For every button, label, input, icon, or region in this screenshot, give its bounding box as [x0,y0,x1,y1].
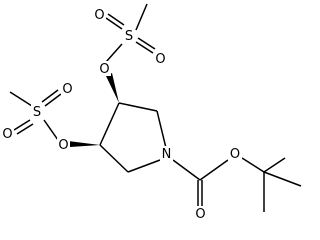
bond-o-lower-s-lower [43,119,59,141]
atom-label-o-sulfonyl-lower-bottom: O [2,127,12,142]
bond-o-ester-c-quat [241,157,265,173]
bond-s-lower-o-top-b [44,93,62,107]
atom-label-n1: N [162,147,172,162]
bond-c4-c5 [118,102,158,112]
bond-c2-c3 [99,144,129,173]
atom-n1: N [160,146,173,162]
bond-c-quat-methyl-top [263,157,286,173]
atom-label-s-upper: S [125,29,133,44]
atom-label-s-lower: S [33,105,41,120]
bond-c5-n1 [156,110,167,149]
chemical-structure-canvas: N O O O S O O O S O O [1,3,302,222]
bond-s-lower-o-bottom-b [16,123,34,135]
wedge-bond-c3-o-lower [68,141,100,147]
atom-label-o-ester: O [230,147,240,162]
atom-s-upper: S [123,28,135,44]
bond-s-upper-o-left-b [107,13,125,26]
bond-s-lower-o-top-a [41,89,59,103]
atom-o-ester: O [228,146,242,162]
atom-o-mesylate-upper: O [98,61,111,77]
atom-o-carbonyl: O [194,206,207,222]
bond-c-quat-methyl-right [263,171,302,187]
bond-s-upper-o-right-b [137,37,156,50]
bond-n1-c2 [127,159,161,173]
atom-label-o-sulfonyl-lower-top: O [62,82,72,97]
atom-label-o-sulfonyl-upper-right: O [155,52,165,67]
bond-s-upper-o-right-a [135,41,154,54]
bond-s-lower-methyl [9,91,33,107]
atom-o-sulfonyl-upper-left: O [93,7,106,23]
molecule-diagram: N O O O S O O O S O O [1,3,302,222]
atom-o-sulfonyl-upper-right: O [154,51,167,67]
atom-label-o-mesylate-lower: O [58,138,68,153]
bond-s-lower-o-bottom-a [13,119,31,131]
atom-label-o-sulfonyl-upper-left: O [94,8,104,23]
bond-c4-c3 [99,102,120,146]
bond-n1-c-carbonyl [172,159,201,181]
atom-o-mesylate-lower: O [57,137,70,153]
bond-s-upper-o-left-a [105,17,123,30]
atom-o-sulfonyl-lower-bottom: O [1,126,14,142]
atom-label-o-carbonyl: O [195,207,205,222]
atom-o-sulfonyl-lower-top: O [61,81,74,97]
wedge-bond-c4-o-upper [106,73,119,103]
bond-s-upper-methyl [135,3,148,31]
atom-s-lower: S [31,104,43,120]
bond-o-upper-s-upper [105,43,123,63]
bond-c-carbonyl-o-ester [199,159,229,181]
atom-label-o-mesylate-upper: O [99,62,109,77]
